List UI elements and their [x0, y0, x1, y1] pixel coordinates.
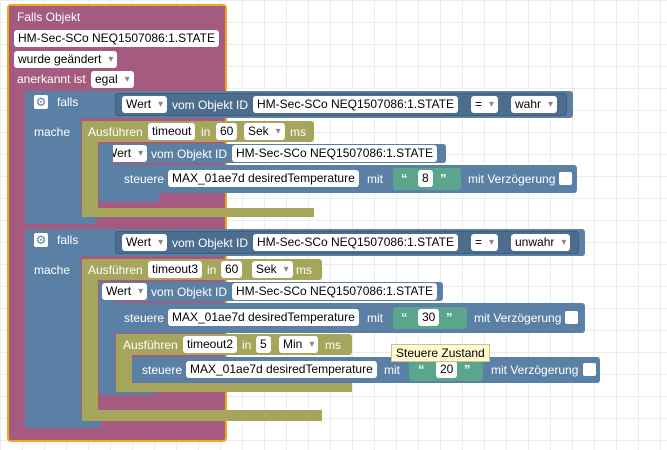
if1-in-label: in: [201, 125, 211, 139]
if1-timeout-name-field[interactable]: timeout: [148, 123, 196, 140]
if2-steuere-label: steuere: [124, 311, 165, 325]
if2-timeout-name-field[interactable]: timeout3: [148, 261, 203, 278]
if2-timeout2-name-field[interactable]: timeout2: [183, 336, 238, 353]
if2-ausfuehren-label: Ausführen: [88, 263, 143, 277]
event-ack-dropdown[interactable]: egal: [91, 71, 134, 88]
if1-wert-dropdown[interactable]: Wert: [122, 96, 168, 113]
if1-inner-vom-objekt-label: vom Objekt ID: [151, 147, 228, 161]
if2-inner-wert-dropdown[interactable]: Wert: [102, 283, 148, 300]
if2-timeout2-in-label: in: [242, 338, 252, 352]
if2-ms-label: ms: [296, 263, 312, 277]
if2-timeout2-bottom: [116, 383, 352, 392]
if2-inner-vom-objekt-label: vom Objekt ID: [151, 285, 228, 299]
if1-value-field[interactable]: 8: [418, 170, 433, 187]
if2-in-label: in: [207, 263, 217, 277]
if2-falls-label: falls: [57, 233, 79, 247]
if2-timeout2-unit-dropdown[interactable]: Min: [279, 336, 319, 353]
if2-inner-object-id-field[interactable]: HM-Sec-SCo NEQ1507086:1.STATE: [232, 283, 437, 300]
if1-timeout-left: [82, 121, 98, 217]
if2-target2-field[interactable]: MAX_01ae7d desiredTemperature: [186, 361, 377, 378]
if2-timeout-left: [82, 259, 98, 421]
if2-value-field[interactable]: 30: [418, 309, 440, 326]
if2-wert-dropdown[interactable]: Wert: [122, 234, 168, 251]
if1-wert-block-bottom: [99, 193, 159, 202]
event-block-title: Falls Objekt: [17, 10, 81, 24]
if2-vom-objekt-label: vom Objekt ID: [172, 236, 249, 250]
close-quote-icon: ”: [446, 310, 453, 325]
if2-value-dropdown[interactable]: unwahr: [511, 234, 571, 251]
if1-mit-label: mit: [367, 172, 383, 186]
gear-icon[interactable]: ⚙: [34, 233, 48, 247]
if2-verzoegerung-label: mit Verzögerung: [474, 311, 562, 325]
if2-timeout-bottom: [82, 410, 322, 421]
if-block-2-left-bar: [25, 229, 81, 428]
event-trigger-dropdown[interactable]: wurde geändert: [14, 51, 118, 68]
if1-value-dropdown[interactable]: wahr: [511, 96, 558, 113]
if1-verzoegerung-checkbox[interactable]: [559, 172, 572, 185]
close-quote-icon: ”: [464, 362, 471, 377]
if1-vom-objekt-label: vom Objekt ID: [172, 98, 249, 112]
if2-mit-label: mit: [367, 311, 383, 325]
if2-timeout2-ausfuehren-label: Ausführen: [123, 338, 178, 352]
if1-target-field[interactable]: MAX_01ae7d desiredTemperature: [168, 170, 359, 187]
if2-wert-block-left: [99, 282, 115, 394]
if1-steuere-label: steuere: [124, 172, 165, 186]
if2-mache-label: mache: [34, 263, 71, 277]
if2-verzoegerung2-label: mit Verzögerung: [491, 363, 579, 377]
if2-timeout2-delay-field[interactable]: 5: [256, 336, 271, 353]
if1-mache-label: mache: [34, 125, 71, 139]
if2-verzoegerung-checkbox[interactable]: [565, 311, 578, 324]
event-object-id-field[interactable]: HM-Sec-SCo NEQ1507086:1.STATE: [14, 30, 219, 47]
if2-timeout2-ms-label: ms: [325, 338, 341, 352]
if2-timeout2-left: [116, 334, 132, 392]
if2-object-id-field[interactable]: HM-Sec-SCo NEQ1507086:1.STATE: [253, 234, 458, 251]
if1-object-id-field[interactable]: HM-Sec-SCo NEQ1507086:1.STATE: [253, 96, 458, 113]
event-ack-label: anerkannt ist: [17, 72, 86, 86]
open-quote-icon: “: [418, 362, 425, 377]
if-block-1-bottom: [25, 210, 97, 224]
if1-ausfuehren-label: Ausführen: [88, 125, 143, 139]
if1-delay-field[interactable]: 60: [216, 123, 238, 140]
if1-inner-object-id-field[interactable]: HM-Sec-SCo NEQ1507086:1.STATE: [232, 145, 437, 162]
if2-operator-dropdown[interactable]: =: [471, 234, 499, 251]
open-quote-icon: “: [401, 310, 408, 325]
if2-value2-field[interactable]: 20: [436, 361, 458, 378]
if1-ms-label: ms: [290, 125, 306, 139]
if1-falls-label: falls: [57, 95, 79, 109]
gear-icon[interactable]: ⚙: [34, 95, 48, 109]
close-quote-icon: ”: [440, 171, 447, 186]
if1-operator-dropdown[interactable]: =: [471, 96, 499, 113]
if2-verzoegerung2-checkbox[interactable]: [583, 363, 596, 376]
tooltip: Steuere Zustand: [391, 344, 490, 362]
if1-verzoegerung-label: mit Verzögerung: [468, 172, 556, 186]
if1-wert-block-left: [99, 144, 113, 202]
if2-delay-field[interactable]: 60: [221, 261, 243, 278]
if1-timeout-bottom: [82, 208, 314, 217]
if-block-1-left-bar: [25, 91, 81, 224]
open-quote-icon: “: [401, 171, 408, 186]
if2-target-field[interactable]: MAX_01ae7d desiredTemperature: [168, 309, 359, 326]
if2-steuere2-label: steuere: [142, 363, 183, 377]
if2-unit-dropdown[interactable]: Sek: [252, 261, 293, 278]
if1-unit-dropdown[interactable]: Sek: [244, 123, 285, 140]
if2-mit2-label: mit: [384, 363, 400, 377]
